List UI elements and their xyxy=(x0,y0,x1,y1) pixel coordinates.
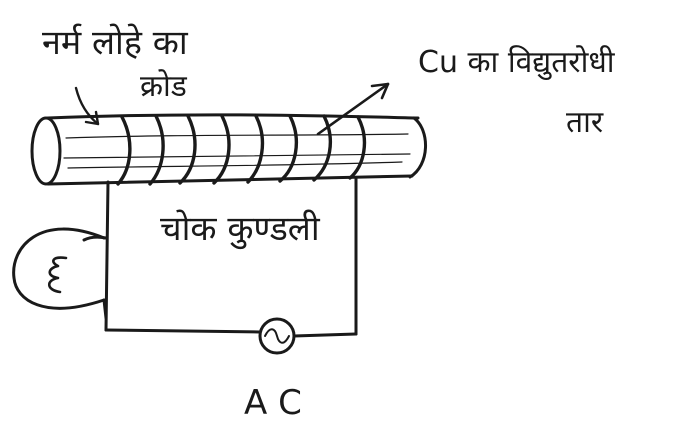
coil-turn xyxy=(312,114,332,182)
coil-turn xyxy=(246,114,265,184)
coil-turn xyxy=(348,115,367,180)
choke-coil-label: चोक कुण्डली xyxy=(160,209,321,250)
coil-turn xyxy=(278,114,298,183)
wire-pointer-arrow xyxy=(316,82,390,136)
core-label-line1: नर्म लोहे का xyxy=(42,23,189,63)
bulb-icon xyxy=(12,227,108,320)
wire-label-line1: Cu का विद्युतरोधी xyxy=(418,45,616,81)
ac-label: A C xyxy=(244,383,302,421)
core-pointer-arrow xyxy=(74,86,100,126)
coil-turns xyxy=(116,114,367,186)
circuit-wires xyxy=(82,176,358,338)
ac-source-icon xyxy=(258,317,296,355)
coil-turn xyxy=(212,114,231,185)
coil-turn xyxy=(148,114,165,186)
wire-label-line2: तार xyxy=(566,105,604,140)
coil-turn xyxy=(116,115,132,186)
coil-turn xyxy=(178,114,197,185)
core-label-line2: क्रोड xyxy=(140,69,188,104)
